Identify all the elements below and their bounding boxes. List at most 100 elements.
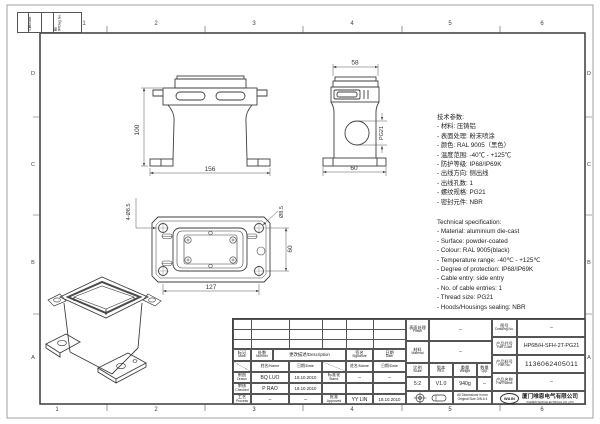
dim-hole-dia: Ø8.5 [279, 206, 285, 218]
spec-line: - 密封元件: NBR [437, 198, 483, 206]
tech-spec-en: Technical specification: - Material: alu… [437, 218, 589, 312]
header-description: 更改描述/Description [273, 349, 346, 361]
approved-date: 18.10.2010 [373, 394, 406, 405]
dimension-lines [135, 64, 387, 295]
dim-thread: PG21 [379, 126, 385, 140]
projection-symbols [406, 391, 453, 405]
zone-row: A [587, 355, 591, 361]
registration-label-date: 日期/Date [28, 16, 32, 31]
registration-label-dwg: 图号/Dwg.No. [54, 14, 62, 31]
dim-side-top: 58 [351, 60, 359, 67]
stand-name: – [346, 372, 373, 383]
subheader-date2: 日期/Date [373, 361, 406, 372]
zone-ticks [33, 26, 592, 411]
zone-col: 4 [350, 407, 354, 413]
spec-line: - Temperature range: -40℃ - +125℃ [437, 256, 541, 264]
dim-mount-holes: 4-Ø8.5 [126, 204, 132, 221]
dim-hole-spacing-v: 60 [287, 245, 294, 253]
zone-col: 3 [252, 407, 256, 413]
dim-front-height: 100 [134, 124, 141, 135]
diagonal-cell [322, 361, 346, 372]
projection-circle-icon [413, 392, 426, 404]
zone-row: D [587, 71, 591, 77]
zone-col: 3 [252, 21, 256, 27]
zone-row: C [587, 162, 591, 168]
spec-line: - 出线孔数: 1 [437, 179, 474, 187]
dimensions-note: All Dimensions in mm Original Size DIN A… [453, 391, 492, 405]
dim-side-bottom: 60 [350, 165, 358, 172]
zone-col: 1 [55, 407, 59, 413]
spec-line: - Surface: powder-coated [437, 237, 508, 245]
zone-col: 5 [448, 21, 452, 27]
spec-line: - 颜色: RAL 9005（黑色） [437, 142, 510, 150]
zone-row: C [31, 162, 35, 168]
part-name-value: – [517, 373, 586, 391]
spec-line: - Colour: RAL 9005(black) [437, 247, 510, 255]
front-view [149, 75, 271, 167]
revision-rows [233, 319, 406, 349]
zone-col: 2 [154, 21, 158, 27]
company-name-en: XIAMEN WAIN ELECTRICAL CO.,LTD [526, 400, 574, 404]
checked-name: P RAO [251, 383, 289, 394]
zone-col: 1 [82, 21, 86, 27]
spec-line: - Cable entry: side entry [437, 275, 504, 283]
dimension-labels: 100 156 58 60 PG21 4-Ø8.5 Ø8.5 60 127 [126, 60, 385, 292]
spec-line: - Material: aluminium die-cast [437, 228, 520, 236]
checked-date: 18.10.2010 [289, 383, 322, 394]
side-view [322, 76, 387, 167]
stand-date: – [373, 372, 406, 383]
spec-line: - Hoods/Housings sealing: NBR [437, 303, 526, 311]
spec-line: - 螺纹规格: PG21 [437, 189, 486, 197]
spec-title: 技术参数: [437, 114, 464, 121]
registration-table: 日期/Date 图号/Dwg.No. [17, 12, 82, 33]
finish-value: – [429, 319, 492, 341]
zone-col: 5 [448, 407, 452, 413]
rev-value: V1.0 [429, 377, 453, 391]
subheader-date: 日期/Date [289, 361, 322, 372]
zone-col: 4 [350, 21, 354, 27]
spec-line: - Degree of protection: IP68/IP69K [437, 266, 534, 274]
zone-row: A [31, 355, 35, 361]
zone-col: 6 [540, 407, 544, 413]
spec-line: - 表面处理: 粉末喷涂 [437, 132, 495, 140]
projection-cone-icon [431, 394, 446, 402]
approved-name: YY LIN [346, 394, 373, 405]
company-name-cn: 厦门唯恩电气有限公司 [522, 394, 578, 400]
spec-line: - Thread size: PG21 [437, 294, 494, 302]
drawn-name: BQ LUO [251, 372, 289, 383]
dim-hole-spacing-h: 127 [206, 284, 217, 291]
weight-value: 940g [453, 377, 477, 391]
material-value: – [429, 341, 492, 363]
dim-front-width: 156 [205, 166, 216, 173]
spec-line: - No. of cable entries: 1 [437, 284, 503, 292]
zone-row: D [31, 71, 35, 77]
drawn-date: 18.10.2010 [289, 372, 322, 383]
process-name: – [251, 394, 289, 405]
top-view [151, 216, 271, 283]
drawing-no-value: – [517, 319, 586, 337]
diagonal-cell [233, 361, 251, 372]
qty-value: – [477, 377, 492, 391]
zone-row: B [31, 260, 35, 266]
tech-spec-cn: 技术参数: - 材料: 压铸铝 - 表面处理: 粉末喷涂 - 颜色: RAL 9… [437, 113, 589, 207]
cable-entry-hole [344, 120, 370, 146]
